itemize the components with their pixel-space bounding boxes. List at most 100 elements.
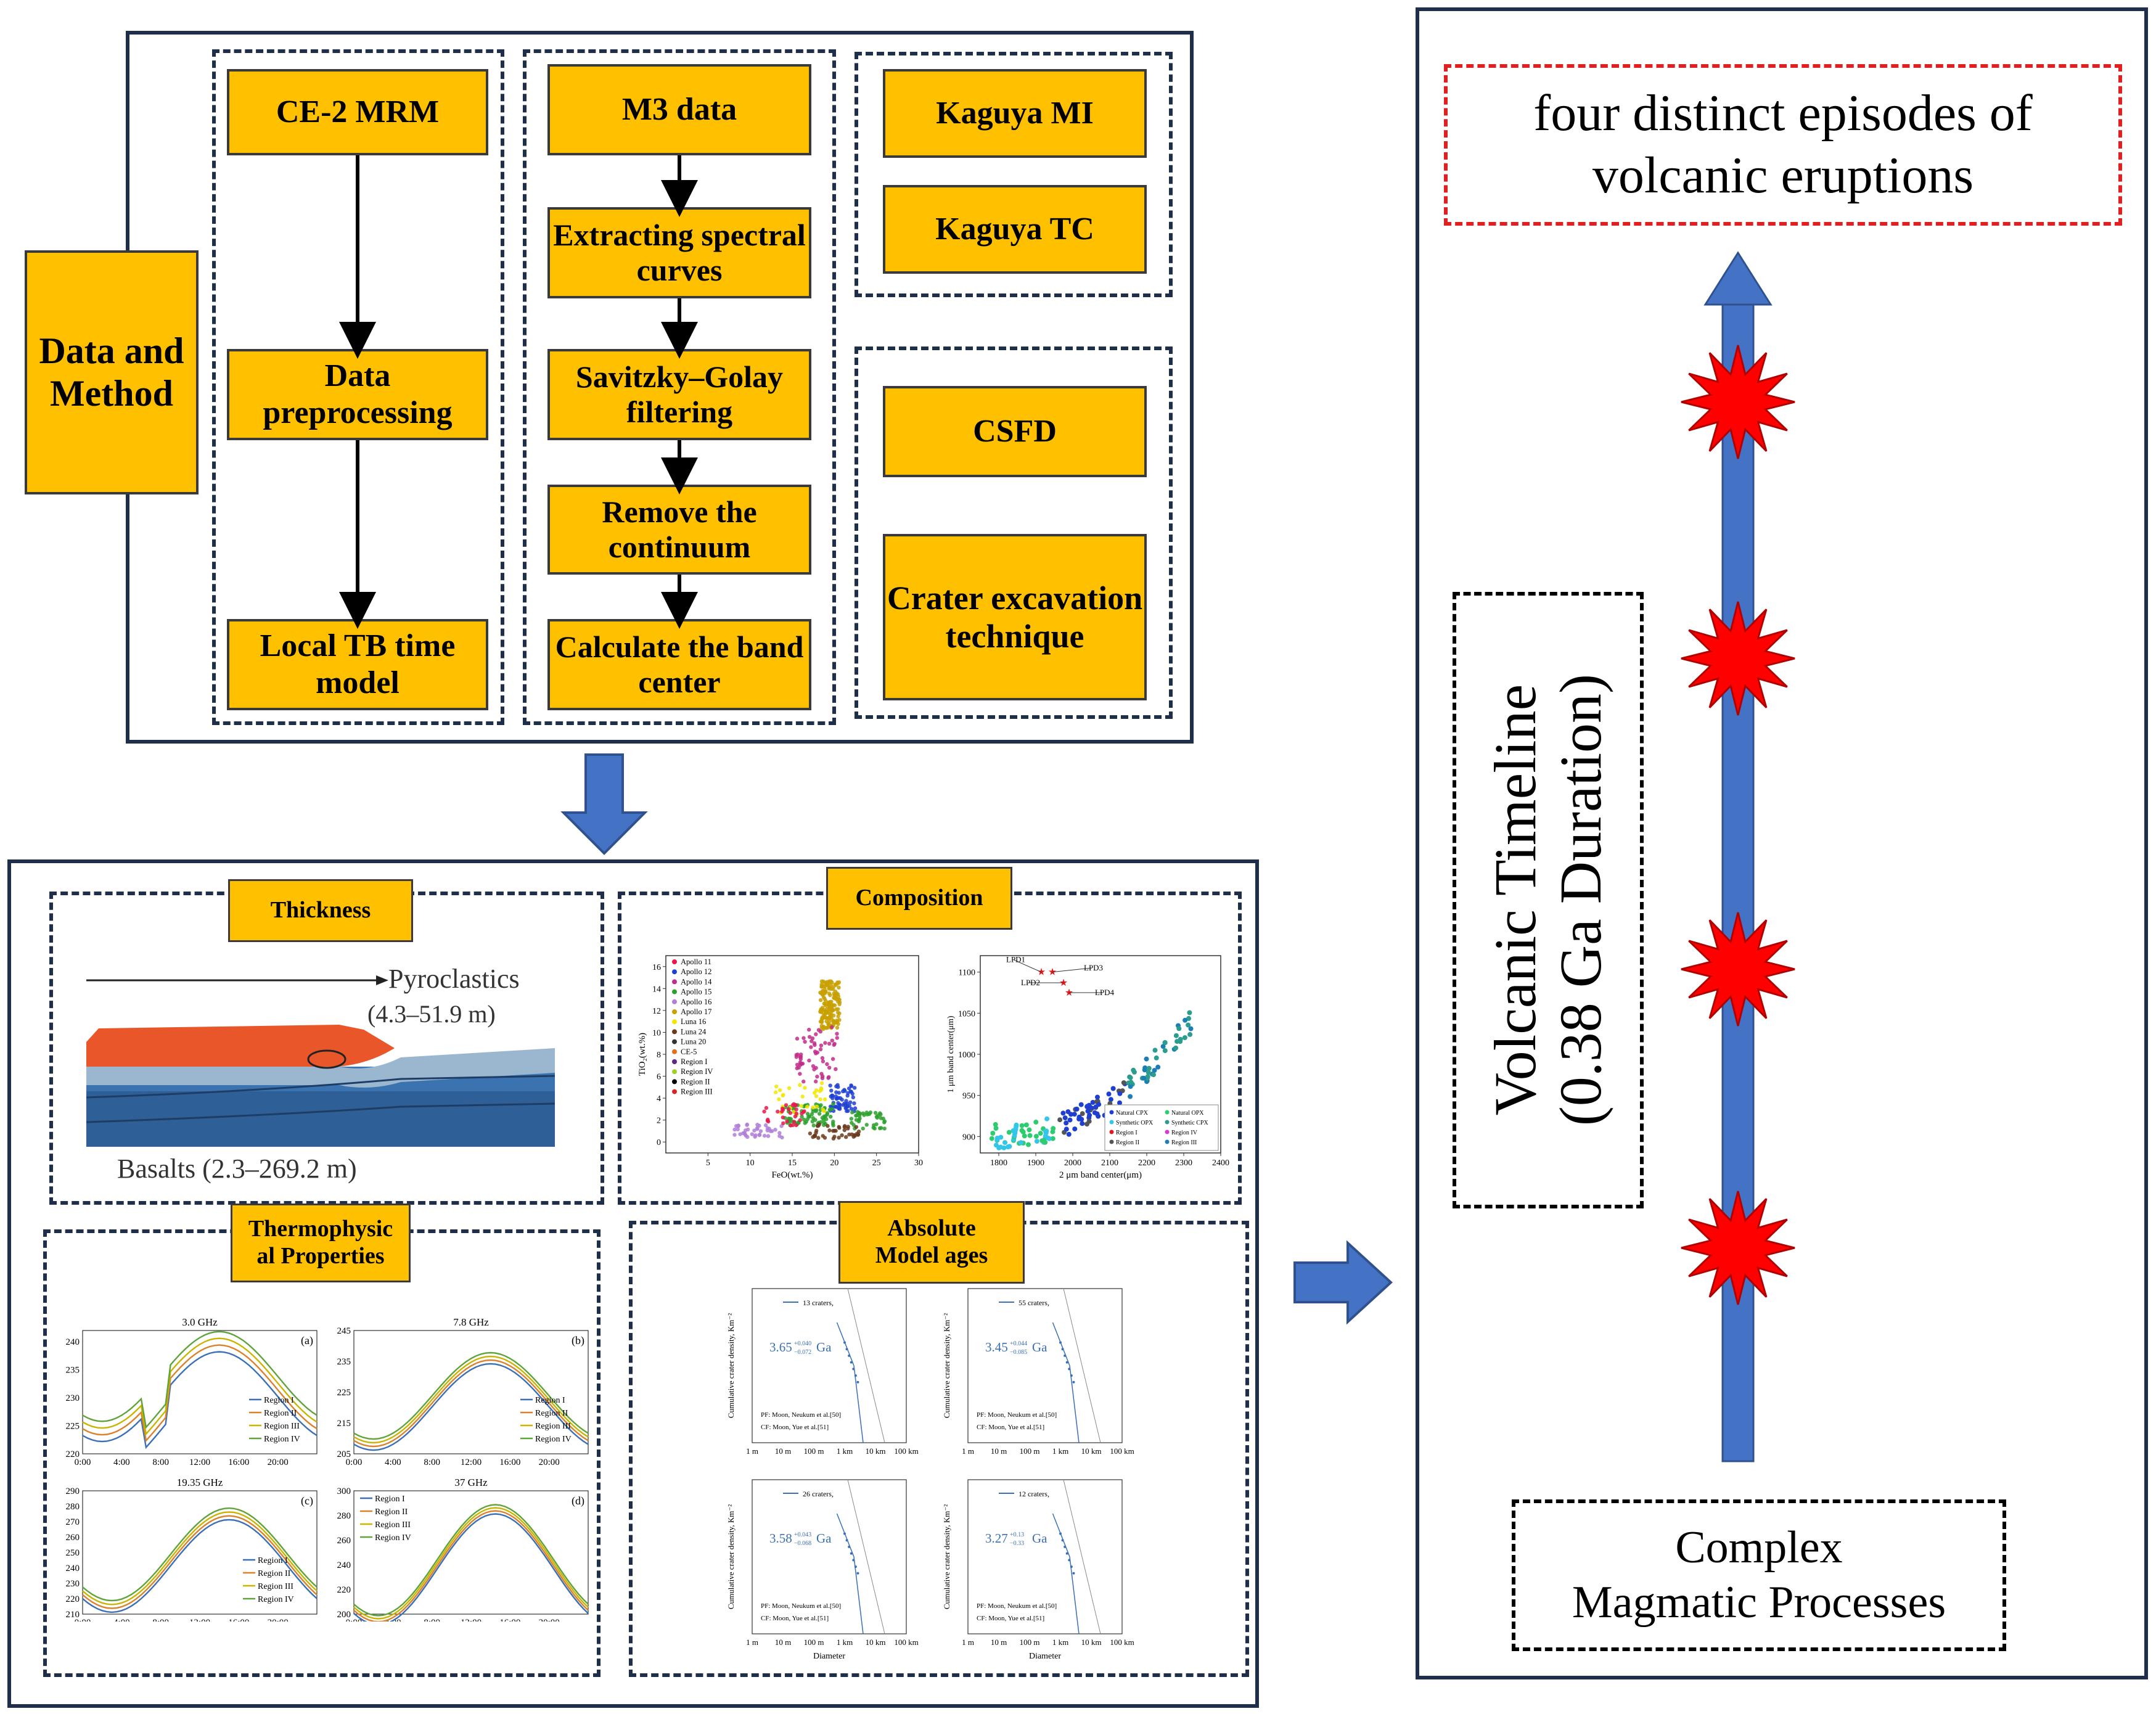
csfd-xtick: 1 km — [1052, 1638, 1068, 1647]
thermo-title: Thermophysic al Properties — [231, 1203, 411, 1282]
csfd-age-unit: Ga — [1032, 1531, 1047, 1546]
comp-right-point — [993, 1121, 998, 1127]
comp-right-legend — [1104, 1104, 1219, 1151]
comp-left-legend-marker — [672, 1039, 677, 1044]
comp-right-point — [1041, 1138, 1046, 1143]
thermo-legend-item: Region IV — [375, 1533, 411, 1543]
comp-right-point — [1084, 1121, 1089, 1127]
thermo-ytick: 245 — [337, 1326, 351, 1336]
comp-left-point — [798, 1055, 803, 1059]
thermo-legend-item: Region IV — [535, 1435, 572, 1444]
comp-right-point — [1106, 1091, 1112, 1097]
thermo-ytick: 260 — [66, 1533, 80, 1543]
comp-left-point — [809, 1045, 813, 1049]
comp-left-point — [819, 1017, 824, 1021]
csfd-age-plus: +0.040 — [794, 1340, 811, 1347]
comp-left-ytick: 2 — [657, 1117, 661, 1126]
comp-left-point — [777, 1097, 781, 1102]
comp-left-point — [792, 1102, 796, 1106]
comp-left-point — [816, 1028, 821, 1032]
comp-right-point — [1062, 1115, 1068, 1121]
thermo-ytick: 240 — [66, 1337, 80, 1347]
thermo-ytick: 215 — [337, 1419, 351, 1429]
comp-left-point — [732, 1127, 737, 1132]
comp-left-point — [830, 980, 834, 985]
comp-right-legend-marker — [1109, 1120, 1114, 1125]
comp-left-point — [829, 1017, 834, 1021]
comp-right-point — [989, 1136, 994, 1141]
comp-left-point — [830, 1057, 835, 1061]
comp-left-point — [794, 1123, 798, 1128]
comp-left-point — [830, 1093, 834, 1097]
comp-right-ytick: 900 — [962, 1133, 975, 1142]
comp-left-point — [820, 983, 825, 988]
comp-left-point — [814, 1079, 818, 1084]
composition-title: Composition — [826, 867, 1012, 930]
comp-left-point — [738, 1132, 742, 1136]
comp-left-point — [774, 1090, 778, 1094]
comp-left-point — [854, 1118, 859, 1122]
comp-left-point — [819, 1103, 823, 1107]
comp-left-point — [795, 1052, 800, 1057]
comp-right-point — [1186, 1022, 1191, 1028]
comp-left-point — [842, 1128, 846, 1133]
comp-right-point — [1152, 1048, 1158, 1053]
csfd-xtick: 10 m — [991, 1638, 1007, 1647]
csfd-xlabel: Diameter — [1029, 1652, 1061, 1661]
comp-left-legend-item: Apollo 11 — [681, 957, 711, 966]
kaguya-group — [855, 52, 1173, 297]
comp-right-point — [1014, 1122, 1019, 1128]
comp-left-point — [874, 1114, 879, 1119]
thermo-xtick: 8:00 — [424, 1618, 440, 1622]
axis-title-box — [1453, 592, 1644, 1208]
comp-right-point — [1108, 1097, 1113, 1102]
comp-right-point — [1141, 1075, 1147, 1081]
thermo-ytick: 225 — [337, 1388, 351, 1398]
comp-left-point — [861, 1111, 865, 1115]
comp-left-point — [774, 1085, 779, 1089]
thermo-ytick: 240 — [337, 1560, 351, 1570]
comp-left-point — [828, 993, 832, 998]
comp-left-ytick: 0 — [657, 1138, 661, 1147]
csfd-pf-note: PF: Moon, Neukum et al.[50] — [761, 1411, 841, 1419]
comp-left-point — [825, 1007, 829, 1011]
comp-left-legend-marker — [672, 1019, 677, 1025]
comp-right-point — [998, 1144, 1003, 1150]
comp-left-point — [850, 1121, 854, 1125]
comp-left-point — [802, 1109, 806, 1113]
comp-left-point — [873, 1110, 878, 1115]
comp-right-point — [1033, 1120, 1039, 1125]
comp-right-xtick: 2000 — [1064, 1158, 1081, 1168]
comp-left-point — [762, 1133, 767, 1138]
csfd-xtick: 10 km — [866, 1446, 886, 1456]
comp-left-point — [762, 1109, 766, 1113]
savitzky-golay-label: Savitzky–Golay filtering — [575, 359, 784, 430]
comp-left-point — [803, 1086, 807, 1090]
comp-left-legend-item: Region I — [681, 1057, 707, 1066]
comp-left-point — [831, 1120, 835, 1124]
comp-left-point — [854, 1125, 859, 1130]
thermo-ytick: 235 — [66, 1366, 80, 1376]
comp-right-xtick: 2300 — [1175, 1158, 1192, 1168]
comp-left-ytick: 14 — [652, 985, 661, 994]
csfd-xtick: 10 m — [775, 1638, 791, 1647]
comp-right-point — [1033, 1134, 1039, 1139]
comp-left-point — [758, 1129, 763, 1133]
comp-left-legend-item: Region III — [681, 1088, 713, 1096]
thermo-series-line — [353, 1513, 589, 1622]
thermo-ytick: 230 — [66, 1579, 80, 1589]
comp-left-point — [817, 1122, 821, 1126]
comp-right-point — [1128, 1084, 1133, 1089]
thermo-ytick: 250 — [66, 1548, 80, 1558]
comp-left-point — [811, 1123, 816, 1128]
comp-right-point — [1079, 1117, 1084, 1122]
comp-right-legend-marker — [1109, 1139, 1114, 1144]
thermo-ytick: 220 — [337, 1585, 351, 1595]
csfd-pf-note: PF: Moon, Neukum et al.[50] — [977, 1602, 1057, 1610]
comp-left-point — [831, 1136, 836, 1141]
csfd-age-value: 3.58 — [769, 1531, 792, 1546]
csfd-point — [1065, 1552, 1068, 1555]
thermo-ytick: 240 — [66, 1564, 80, 1573]
thermo-series-line — [353, 1363, 589, 1451]
comp-left-point — [825, 980, 829, 984]
